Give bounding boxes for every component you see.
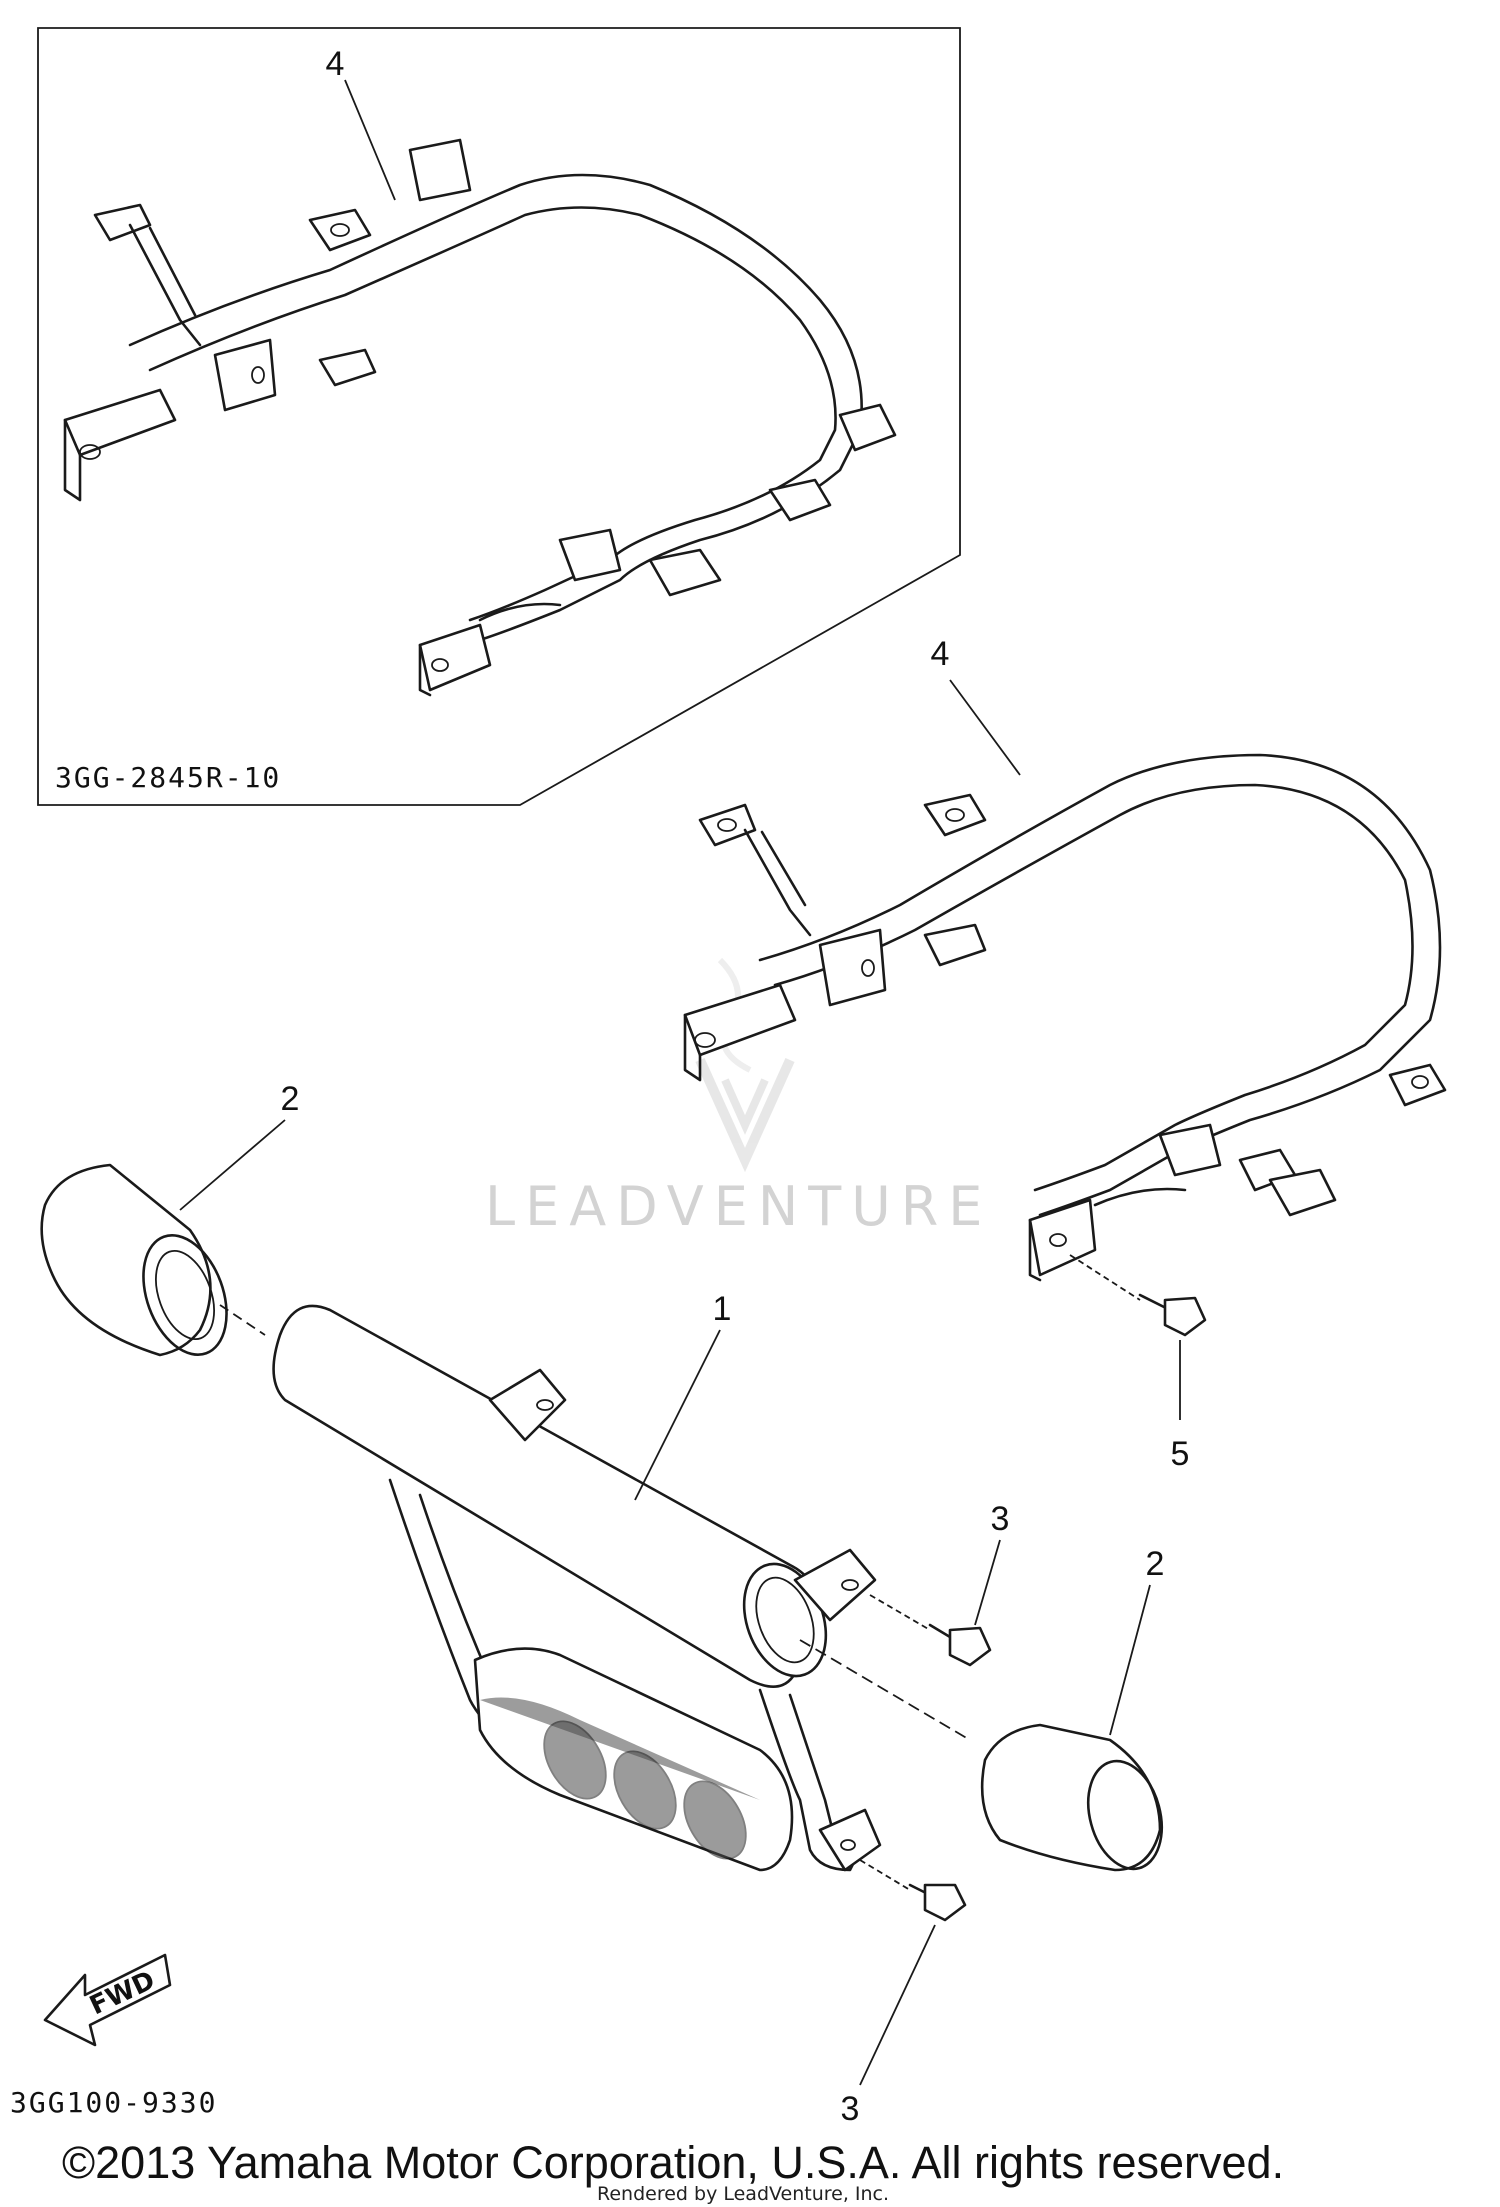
callout-bolt-upper: 3: [991, 1500, 1010, 1538]
front-bar: [272, 1304, 882, 1872]
leader-line-2-left: [179, 1119, 286, 1211]
bolt-5: [1069, 1254, 1207, 1420]
inset-guard-frame: [63, 138, 897, 697]
callout-front-bar: 1: [713, 1290, 732, 1328]
bolt-3-lower: [859, 1859, 967, 2086]
end-cap-right: [980, 1723, 1163, 1872]
inset-box: [37, 27, 961, 806]
callout-end-cap-right: 2: [1146, 1545, 1165, 1583]
callout-guard-frame: 4: [931, 635, 950, 673]
bolt-3-upper: [869, 1539, 1001, 1667]
fwd-arrow-icon: FWD: [43, 1953, 172, 2047]
callout-end-cap-left: 2: [281, 1080, 300, 1118]
fwd-label: FWD: [85, 1965, 159, 2021]
leader-line-4: [949, 679, 1021, 776]
leader-line-1: [634, 1329, 721, 1501]
inset-leader-line: [344, 79, 396, 201]
inset-callout-4: 4: [326, 45, 345, 83]
end-cap-left: [40, 1163, 228, 1357]
callout-bolt-lower: 3: [841, 2090, 860, 2128]
watermark-text: LEADVENTURE: [485, 1175, 992, 1238]
leader-line-2-right: [1109, 1584, 1151, 1736]
callout-frame-bolt: 5: [1171, 1435, 1190, 1473]
rendered-by: Rendered by LeadVenture, Inc.: [597, 2183, 889, 2205]
diagram-code: 3GG100-9330: [10, 2086, 217, 2119]
inset-code: 3GG-2845R-10: [55, 761, 281, 794]
guard-frame: [683, 753, 1447, 1282]
copyright-notice: ©2013 Yamaha Motor Corporation, U.S.A. A…: [62, 2137, 1284, 2188]
